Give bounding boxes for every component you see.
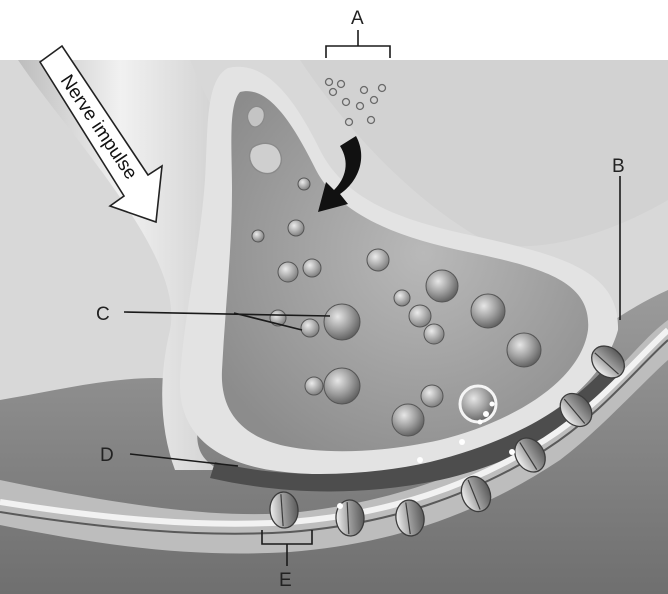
fusing-vesicle [460,386,496,425]
mitochondrion-small [248,106,265,126]
leader-a [326,46,390,58]
mitochondrion [250,143,282,173]
callout-e: E [279,570,292,591]
callout-a: A [351,8,364,29]
callout-d: D [100,445,114,466]
callout-c: C [96,304,110,325]
callout-b: B [612,156,625,177]
